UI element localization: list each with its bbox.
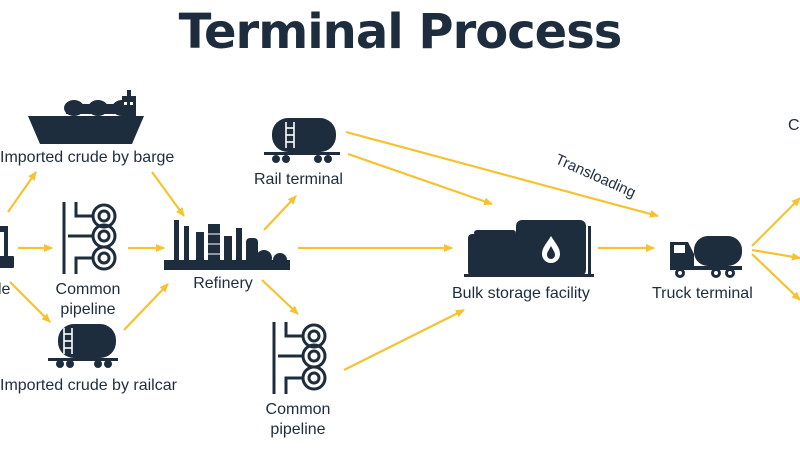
arrow-truck-to-right-1 [751, 197, 800, 247]
barge-icon [28, 90, 144, 144]
arrow-refinery-to-pipeline2 [261, 279, 299, 315]
arrow-refinery-to-rail-terminal [263, 195, 297, 231]
refinery-label: Refinery [193, 275, 253, 292]
oil-well-icon [0, 226, 14, 268]
pipeline2-label-line1: Common [265, 401, 331, 418]
pipeline1-label-line2: pipeline [60, 301, 116, 318]
rail-terminal-label: Rail terminal [254, 171, 343, 188]
arrow-barge-to-refinery [151, 171, 185, 217]
page-title: Terminal Process [178, 4, 623, 60]
railcar-label: Imported crude by railcar [0, 377, 177, 394]
storage-tank-icon [464, 220, 594, 277]
arrow-truck-to-right-2 [751, 248, 800, 261]
arrow-rail-to-truck [345, 130, 659, 218]
arrow-crude-to-railcar [9, 281, 51, 323]
refinery-icon [164, 220, 290, 270]
pipeline1-label: Common pipeline [48, 280, 128, 320]
pipeline2-label-line2: pipeline [270, 421, 326, 438]
bulk-storage-label: Bulk storage facility [452, 285, 590, 302]
pipeline-icon [272, 322, 327, 394]
barge-label: Imported crude by barge [0, 149, 175, 166]
truck-icon [670, 236, 742, 278]
pipeline1-label-line1: Common [55, 281, 121, 298]
crude-partial-label: le [0, 281, 11, 298]
arrow-crude-to-barge [7, 171, 37, 213]
arrow-railcar-to-refinery [123, 283, 169, 331]
truck-terminal-label: Truck terminal [652, 285, 753, 302]
arrow-truck-to-right-3 [751, 253, 800, 301]
railcar-icon [48, 324, 118, 368]
pipeline2-label: Common pipeline [258, 400, 338, 440]
right-partial-label: C [788, 117, 800, 134]
rail-tanker-icon [264, 118, 340, 163]
pipeline-icon [62, 202, 117, 274]
arrow-rail-to-storage [347, 152, 493, 206]
arrow-pipeline2-to-storage [343, 309, 465, 371]
